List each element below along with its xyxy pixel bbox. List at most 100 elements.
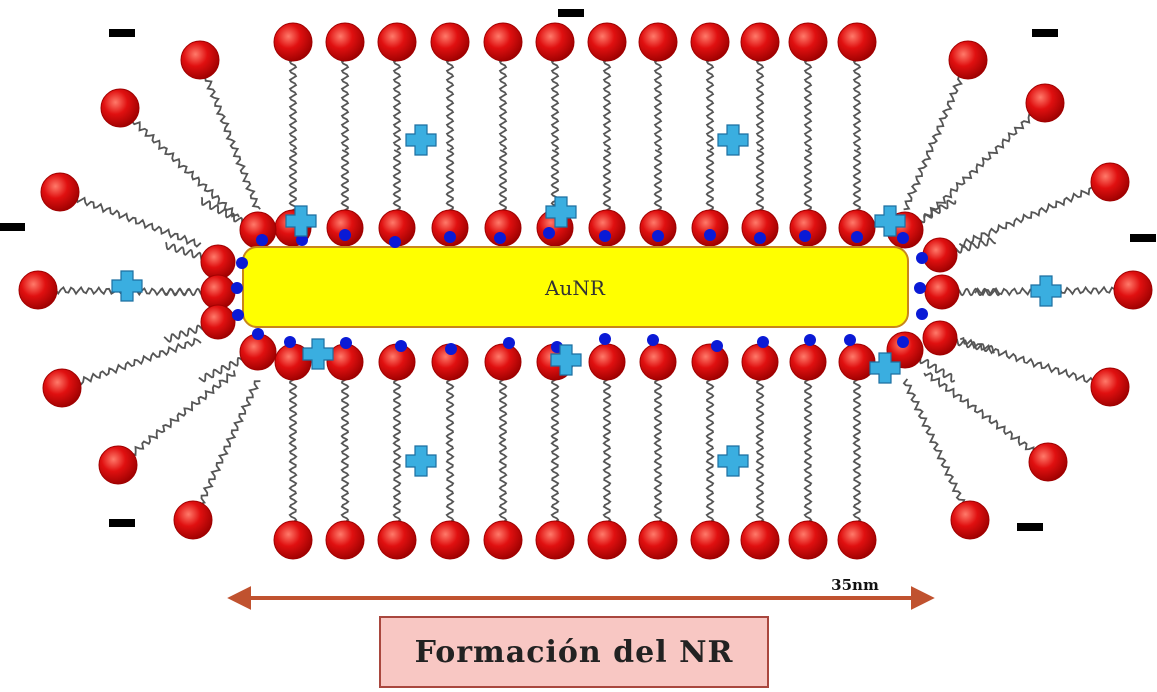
plus-shape [874,205,906,237]
plus-icon [550,344,582,376]
lipid-head [18,270,58,310]
lipid-head [789,343,827,381]
lipid-tail [61,337,202,392]
plus-icon [285,205,317,237]
plus-icon [1030,275,1062,307]
negative-charges [0,9,1156,531]
bound-ion-dot [232,309,244,321]
bound-ion-dot [252,328,264,340]
bound-ion-dot [844,334,856,346]
lipid-head [1113,270,1153,310]
lipid-head [741,343,779,381]
lipid-tail [903,59,969,211]
title-label: Formación del NR [414,634,734,670]
bound-ion-dot [340,337,352,349]
minus-icon [1130,234,1156,242]
minus-icon [558,9,584,17]
lipid-head [325,22,365,62]
lipid-tail [196,59,261,210]
bound-ion-dot [296,234,308,246]
bound-ion-dot [543,227,555,239]
bound-ion-dot [231,282,243,294]
lipid-head [639,343,677,381]
bound-ion-dot [897,336,909,348]
lipid-head [325,520,365,560]
scale-label: 35nm [831,576,879,594]
minus-icon [0,223,25,231]
lipid-head [1028,442,1068,482]
lipid-tail [959,336,1111,388]
bound-ion-dot [916,252,928,264]
bound-ion-dot [284,336,296,348]
lipid-head [837,22,877,62]
bound-ion-dot [647,334,659,346]
lipid-head [273,520,313,560]
lipid-head [922,237,958,273]
bound-ion-dot [444,231,456,243]
plus-shape [302,338,334,370]
lipid-head [587,520,627,560]
lipid-head [40,172,80,212]
bound-ion-dot [897,232,909,244]
bound-ion-dot [503,337,515,349]
lipid-head [100,88,140,128]
bound-ion-dot [754,232,766,244]
lipid-head [173,500,213,540]
lipid-head [638,520,678,560]
bound-ion-dot [236,257,248,269]
lipid-head [691,343,729,381]
bound-ion-dot [704,229,716,241]
plus-shape [717,445,749,477]
bound-ion-dot [339,229,351,241]
bound-ion-dot [851,231,863,243]
plus-shape [405,124,437,156]
bound-ion-dot [916,308,928,320]
plus-icon [869,352,901,384]
bound-ion-dot [711,340,723,352]
lipid-head [1090,162,1130,202]
lipid-head [377,520,417,560]
plus-shape [111,270,143,302]
lipid-tail [923,371,1049,463]
lipid-head [922,320,958,356]
bound-ion-dot [599,333,611,345]
lipid-head [837,520,877,560]
lipid-head [42,368,82,408]
minus-icon [109,29,135,37]
lipid-head [200,274,236,310]
bound-ion-dot [914,282,926,294]
plus-shape [545,196,577,228]
gold-nanorod [242,246,909,328]
lipid-head [948,40,988,80]
lipid-head [483,22,523,62]
title-box: Formación del NR [379,616,769,688]
bound-ion-dot [804,334,816,346]
lipid-head [483,520,523,560]
lipid-head [484,343,522,381]
plus-icon [405,445,437,477]
bound-ion-dot [757,336,769,348]
lipid-head [1025,83,1065,123]
positive-charges [111,124,1062,477]
plus-shape [869,352,901,384]
lipid-head [1090,367,1130,407]
lipid-head [788,520,828,560]
lipid-head [886,331,924,369]
lipid-head [430,520,470,560]
lipid-head [430,22,470,62]
lipid-tail [192,380,261,521]
bound-ion-dot [256,234,268,246]
bound-ion-dot [652,230,664,242]
lipid-head [924,274,960,310]
bound-ion-dot [395,340,407,352]
lipid-head [740,22,780,62]
lipid-head [587,22,627,62]
plus-icon [111,270,143,302]
bound-ion-dot [389,236,401,248]
plus-shape [550,344,582,376]
lipid-head [200,304,236,340]
lipid-tail [923,101,1046,218]
lipid-head [98,445,138,485]
lipid-head [950,500,990,540]
